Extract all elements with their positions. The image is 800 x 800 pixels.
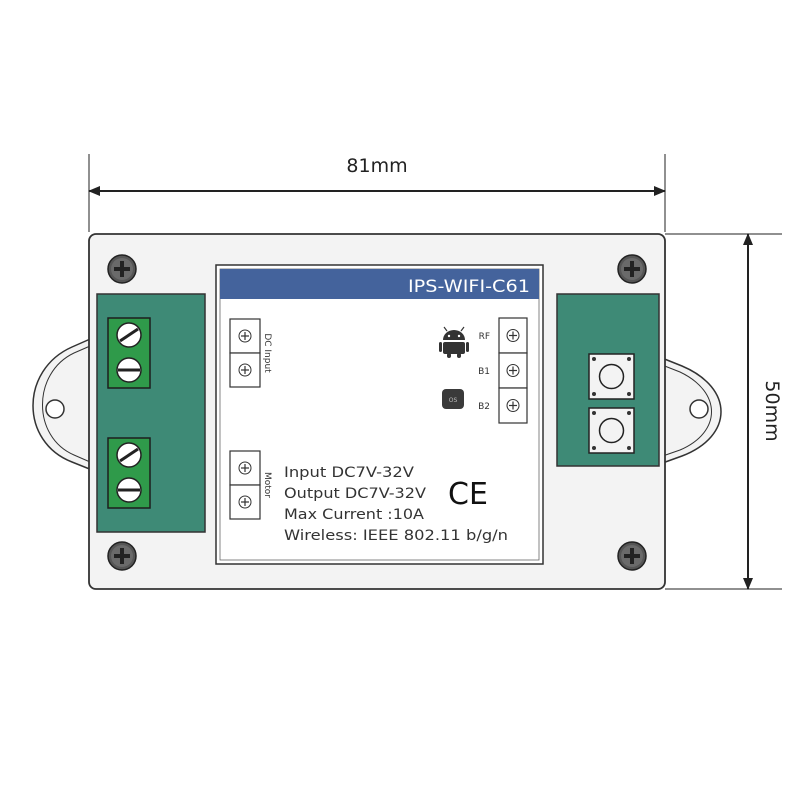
spec-line: Wireless: IEEE 802.11 b/g/n — [284, 528, 508, 544]
height-dimension-label: 50mm — [761, 380, 783, 441]
label-header — [220, 269, 539, 299]
dc-input-port — [229, 318, 261, 388]
mounting-ear-left — [32, 334, 98, 474]
b2-label: B2 — [478, 402, 490, 412]
spec-line: Output DC7V-32V — [284, 486, 426, 502]
rf-b1-b2-port — [498, 317, 528, 424]
android-icon — [439, 326, 469, 358]
b1-label: B1 — [478, 367, 490, 377]
spec-list: Input DC7V-32V Output DC7V-32V Max Curre… — [284, 465, 508, 544]
dc-input-label: DC Input — [262, 333, 272, 373]
ios-icon: OS — [442, 389, 464, 409]
push-button-top[interactable] — [588, 353, 635, 400]
screw-icon — [107, 541, 137, 571]
ce-mark: CE — [448, 477, 488, 512]
push-button-bottom[interactable] — [588, 407, 635, 454]
mounting-ear-right — [656, 354, 722, 467]
spec-line: Max Current :10A — [284, 507, 424, 523]
ios-icon-label: OS — [449, 397, 458, 404]
model-name: IPS-WIFI-C61 — [408, 277, 530, 297]
terminal-connector-bottom[interactable] — [107, 437, 151, 509]
mounting-hole-right — [689, 399, 709, 419]
motor-label: Motor — [262, 472, 272, 498]
screw-icon — [617, 541, 647, 571]
screw-icon — [107, 254, 137, 284]
terminal-connector-top[interactable] — [107, 317, 151, 389]
motor-port — [229, 450, 261, 520]
label-sticker — [215, 264, 544, 565]
rf-label: RF — [479, 332, 490, 342]
spec-line: Input DC7V-32V — [284, 465, 414, 481]
height-dimension: 50mm — [665, 233, 783, 590]
width-dimension-label: 81mm — [346, 155, 407, 177]
mounting-hole-left — [45, 399, 65, 419]
screw-icon — [617, 254, 647, 284]
width-dimension: 81mm — [88, 154, 666, 232]
